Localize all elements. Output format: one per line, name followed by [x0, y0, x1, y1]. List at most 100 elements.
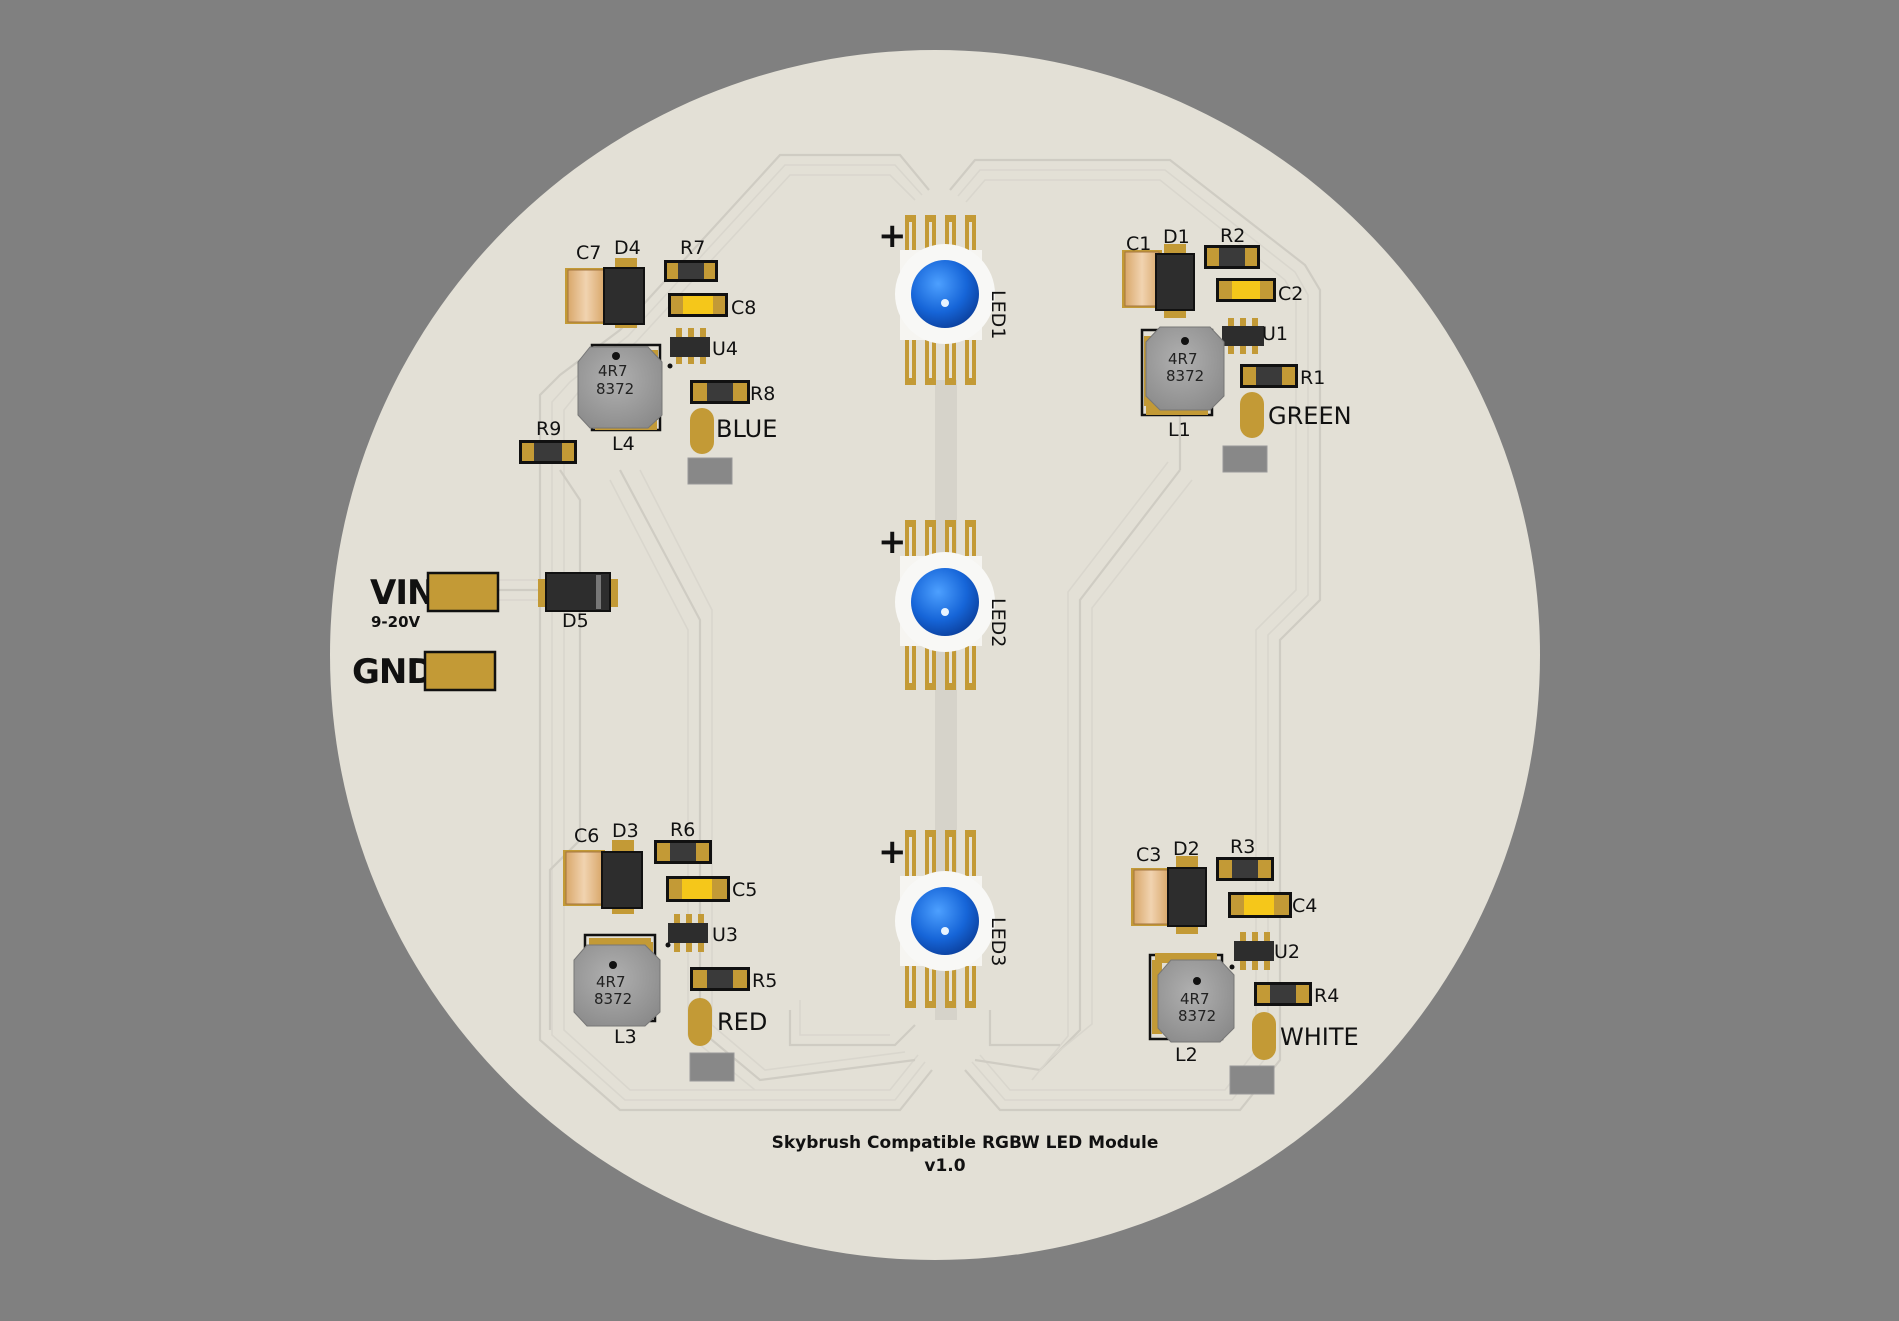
svg-text:8372: 8372 [1166, 367, 1204, 385]
svg-text:D1: D1 [1163, 226, 1190, 248]
blue-label: BLUE [716, 415, 777, 443]
svg-text:R3: R3 [1230, 836, 1255, 858]
svg-text:R8: R8 [750, 383, 775, 405]
svg-text:L1: L1 [1168, 419, 1191, 441]
led-2-ref: LED2 [987, 598, 1009, 647]
c7-capacitor [567, 269, 605, 323]
led-1-polarity: + [878, 216, 906, 256]
led-2-lens [911, 568, 979, 636]
driver-red: C6 D3 R6 C5 U3 R5 4R7 8372 [563, 819, 777, 1082]
led-2: + LED2 [878, 520, 1009, 690]
u4-ic [667, 328, 710, 369]
c3-capacitor [1133, 869, 1169, 925]
driver-blue: C7 D4 R7 C8 U4 R8 4R7 8372 [519, 237, 777, 485]
led-1-lens [911, 260, 979, 328]
led-1: + LED1 [878, 215, 1009, 385]
svg-text:R2: R2 [1220, 225, 1245, 247]
svg-text:C2: C2 [1278, 283, 1303, 305]
r4-resistor [1270, 985, 1296, 1003]
c2-capacitor [1232, 281, 1260, 299]
svg-text:C7: C7 [576, 242, 601, 264]
svg-text:C4: C4 [1292, 895, 1317, 917]
led-3-polarity: + [878, 832, 906, 872]
svg-text:U3: U3 [712, 924, 738, 946]
r2-resistor [1219, 248, 1245, 266]
led-3: + LED3 [878, 830, 1009, 1008]
d5-label: D5 [562, 610, 589, 632]
r7-resistor [678, 263, 704, 279]
u2-ic [1229, 932, 1274, 970]
diode-d5: D5 [538, 572, 618, 632]
r3-resistor [1232, 860, 1258, 878]
green-test-pad [1240, 392, 1264, 438]
c5-capacitor [682, 879, 712, 899]
d3-diode [601, 851, 643, 909]
svg-text:L4: L4 [612, 433, 635, 455]
l4-inductor: 4R7 8372 [577, 343, 663, 432]
gnd-pad [423, 650, 497, 692]
led-1-ref: LED1 [987, 290, 1009, 339]
svg-text:U4: U4 [712, 338, 738, 360]
l2-inductor: 4R7 8372 [1148, 953, 1235, 1043]
svg-text:L3: L3 [614, 1026, 637, 1048]
vin-pad [426, 571, 500, 613]
white-label: WHITE [1280, 1023, 1359, 1051]
c1-capacitor [1124, 251, 1160, 307]
led-2-polarity: + [878, 522, 906, 562]
svg-text:C5: C5 [732, 879, 757, 901]
svg-text:C3: C3 [1136, 844, 1161, 866]
svg-text:R5: R5 [752, 970, 777, 992]
led-3-lens [911, 887, 979, 955]
svg-text:R9: R9 [536, 418, 561, 440]
driver-white: C3 D2 R3 C4 U2 R4 4R7 8372 [1131, 836, 1359, 1095]
svg-text:8372: 8372 [594, 990, 632, 1008]
power-input: VIN 9-20V GND D5 [352, 571, 618, 692]
l1-inductor: 4R7 8372 [1140, 326, 1225, 417]
svg-text:D4: D4 [614, 237, 641, 259]
driver-green: C1 D1 R2 C2 U1 R1 4R7 8372 [1122, 225, 1352, 473]
vin-label: VIN [370, 573, 434, 613]
svg-text:D2: D2 [1173, 838, 1200, 860]
blue-test-pad [690, 408, 714, 454]
r6-resistor [670, 843, 696, 861]
l3-inductor: 4R7 8372 [573, 933, 661, 1027]
led-3-ref: LED3 [987, 917, 1009, 966]
svg-text:4R7: 4R7 [598, 362, 628, 380]
svg-text:4R7: 4R7 [1168, 350, 1198, 368]
d1-diode [1155, 253, 1195, 311]
svg-text:4R7: 4R7 [1180, 990, 1210, 1008]
vin-range: 9-20V [371, 613, 421, 631]
svg-text:D3: D3 [612, 820, 639, 842]
svg-text:U1: U1 [1262, 323, 1288, 345]
r8-resistor [707, 383, 733, 401]
svg-text:R4: R4 [1314, 985, 1339, 1007]
red-label: RED [717, 1008, 767, 1036]
svg-text:4R7: 4R7 [596, 973, 626, 991]
svg-text:C1: C1 [1126, 233, 1151, 255]
r9-resistor [534, 443, 562, 461]
svg-text:R7: R7 [680, 237, 705, 259]
r1-resistor [1256, 367, 1282, 385]
red-test-pad [688, 998, 712, 1046]
green-label: GREEN [1268, 402, 1352, 430]
board-title: Skybrush Compatible RGBW LED Module [772, 1133, 1159, 1153]
d2-diode [1167, 867, 1207, 927]
svg-text:L2: L2 [1175, 1044, 1198, 1066]
svg-text:8372: 8372 [1178, 1007, 1216, 1025]
c4-capacitor [1244, 895, 1274, 915]
u3-ic [665, 914, 708, 952]
svg-text:8372: 8372 [596, 380, 634, 398]
board-version: v1.0 [924, 1156, 965, 1176]
led-strip: + LED1 + LED2 [878, 215, 1009, 1008]
white-test-pad [1252, 1012, 1276, 1060]
svg-text:C8: C8 [731, 297, 756, 319]
c8-capacitor [683, 296, 713, 314]
d4-diode [603, 267, 645, 325]
svg-text:C6: C6 [574, 825, 599, 847]
svg-text:U2: U2 [1274, 941, 1300, 963]
gnd-label: GND [352, 652, 434, 692]
svg-text:R1: R1 [1300, 367, 1325, 389]
c6-capacitor [565, 851, 603, 905]
r5-resistor [707, 970, 733, 988]
